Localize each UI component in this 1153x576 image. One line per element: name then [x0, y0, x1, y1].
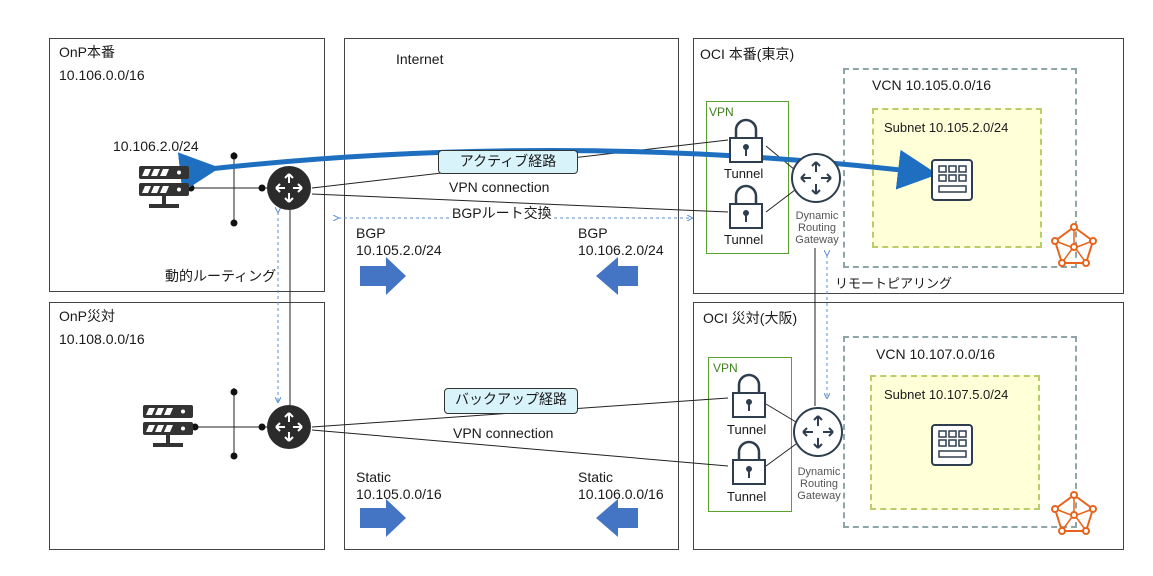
- vpn-connection-dr-label: VPN connection: [453, 425, 554, 441]
- internet-region: [344, 38, 679, 550]
- onp-dr-server-icon: [143, 405, 193, 447]
- lock-icon: [729, 118, 763, 163]
- oci-dr-drg-line2: Routing: [800, 478, 838, 490]
- vpn-dr-box: [708, 357, 792, 512]
- vcn-main-icon: [1051, 223, 1097, 267]
- onp-main-title: OnP本番: [59, 44, 116, 60]
- lock-icon: [732, 440, 766, 485]
- onp-dr-cidr: 10.108.0.0/16: [59, 331, 145, 347]
- route-arrow-right-icon: [360, 257, 406, 295]
- vcn-dr-box: [843, 336, 1077, 528]
- oci-main-drg-line3: Gateway: [795, 234, 839, 246]
- internet-title: Internet: [396, 51, 444, 67]
- onp-dr-title: OnP災対: [59, 308, 116, 324]
- onp-dr-router-icon: [267, 405, 311, 449]
- oci-main-subnet: Subnet 10.105.2.0/24: [884, 120, 1009, 135]
- drg-dr-icon: [793, 407, 843, 457]
- oci-main-title: OCI 本番(東京): [700, 46, 795, 62]
- bgp-exchange-label: BGPルート交換: [452, 205, 552, 221]
- oci-main-tunnel2: Tunnel: [724, 232, 764, 247]
- route-arrow-right-icon: [360, 499, 406, 537]
- onp-main-vline-bottom-dot: [230, 219, 238, 227]
- onp-dr-vline-top-dot: [230, 388, 238, 396]
- oci-main-vcn: VCN 10.105.0.0/16: [872, 77, 992, 93]
- remote-peering-label: リモートピアリング: [835, 276, 953, 291]
- static-right-cidr: 10.106.0.0/16: [578, 486, 664, 502]
- onp-dr-vline-bottom-dot: [230, 452, 238, 460]
- onp-main-cidr: 10.106.0.0/16: [59, 67, 145, 83]
- lock-icon: [729, 184, 763, 229]
- dynamic-routing-label: 動的ルーティング: [165, 268, 277, 284]
- oci-dr-subnet: Subnet 10.107.5.0/24: [884, 387, 1009, 402]
- oci-dr-tunnel1: Tunnel: [727, 422, 767, 437]
- bgp-right-label: BGP: [578, 225, 608, 241]
- vpn-main-line2: [311, 193, 729, 213]
- vpn-dr-line2: [311, 429, 729, 467]
- drg-dr-tunnel-link2: [765, 443, 797, 467]
- vcn-dr-icon: [1051, 491, 1097, 535]
- instance-main-icon: [931, 159, 973, 201]
- oci-dr-vpn-label: VPN: [713, 361, 738, 375]
- oci-dr-drg-line3: Gateway: [797, 490, 841, 502]
- oci-main-tunnel1: Tunnel: [724, 166, 764, 181]
- onp-main-server-icon: [139, 166, 189, 208]
- oci-main-drg-line2: Routing: [798, 222, 836, 234]
- drg-main-tunnel-link2: [765, 189, 796, 213]
- backup-path-callout: バックアップ経路: [444, 388, 578, 414]
- drg-dr-tunnel-link: [765, 403, 797, 423]
- bgp-right-cidr: 10.106.2.0/24: [578, 242, 664, 258]
- oci-dr-drg-line1: Dynamic: [797, 466, 841, 478]
- bgp-left-label: BGP: [356, 225, 386, 241]
- lock-icon: [732, 373, 766, 418]
- oci-dr-tunnel2: Tunnel: [727, 489, 767, 504]
- route-arrow-left-icon: [596, 257, 638, 295]
- onp-dr-server-dot: [191, 423, 199, 431]
- oci-main-drg-line1: Dynamic: [795, 210, 839, 222]
- bgp-left-cidr: 10.105.2.0/24: [356, 242, 442, 258]
- onp-main-subnet: 10.106.2.0/24: [113, 138, 199, 154]
- onp-dr-router-dot: [258, 423, 266, 431]
- oci-main-vpn-label: VPN: [709, 105, 734, 119]
- oci-dr-vcn: VCN 10.107.0.0/16: [876, 346, 996, 362]
- vpn-connection-main-label: VPN connection: [449, 179, 550, 195]
- static-right-label: Static: [578, 469, 614, 485]
- drg-main-icon: [791, 153, 841, 203]
- onp-main-router-icon: [267, 166, 311, 210]
- oci-dr-title: OCI 災対(大阪): [703, 310, 798, 326]
- onp-main-vline-top-dot: [230, 152, 238, 160]
- instance-dr-icon: [931, 424, 973, 466]
- static-left-label: Static: [356, 469, 392, 485]
- route-arrow-left-icon: [596, 499, 638, 537]
- onp-main-router-dot: [258, 184, 266, 192]
- active-path-callout: アクティブ経路: [438, 150, 578, 174]
- oci-dr-region: [693, 302, 1124, 550]
- static-left-cidr: 10.105.0.0/16: [356, 486, 442, 502]
